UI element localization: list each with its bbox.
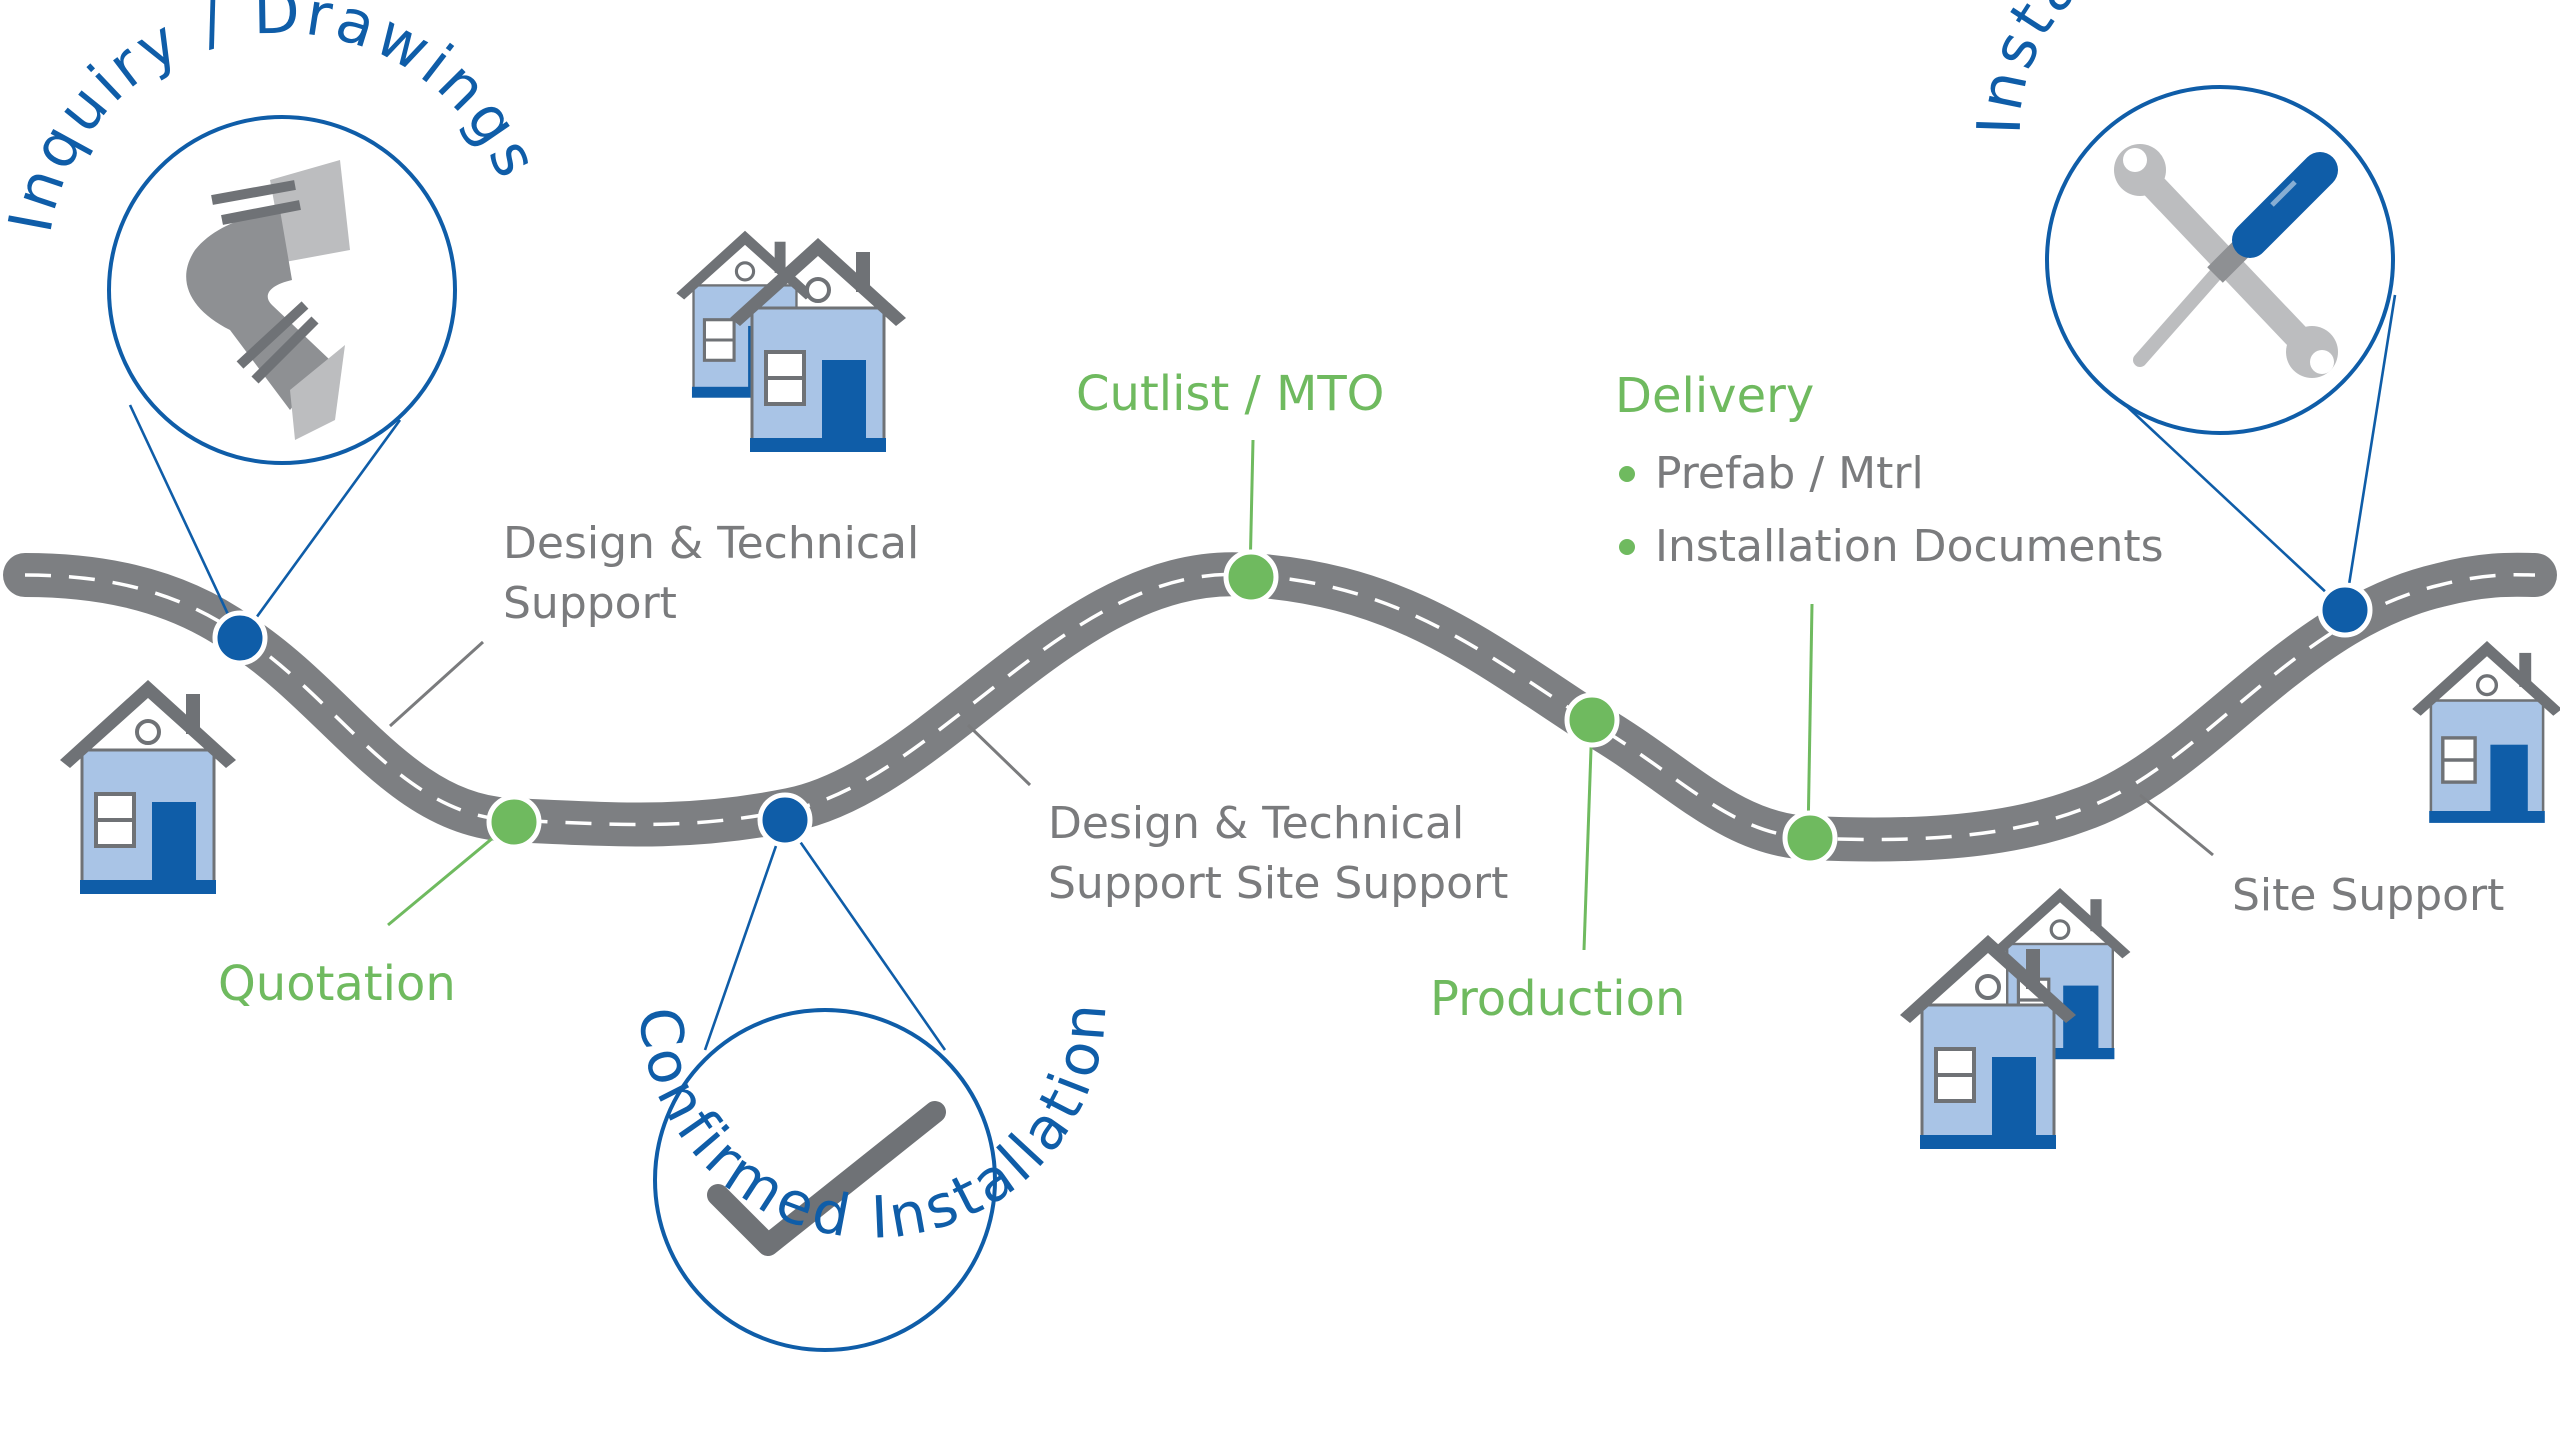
milestone-inquiry xyxy=(212,610,268,666)
house-icon xyxy=(2410,639,2560,825)
quotation-leader xyxy=(387,820,513,927)
stage-label-cutlist: Cutlist / MTO xyxy=(1076,366,1384,422)
bullet-dot xyxy=(1619,466,1635,482)
milestone-cutlist xyxy=(1223,549,1279,605)
milestone-production xyxy=(1564,692,1620,748)
checkmark-icon xyxy=(707,1101,946,1256)
milestone-quotation xyxy=(486,794,542,850)
design-site-support-leader xyxy=(966,723,1032,787)
design-site-support-line1: Design & Technical xyxy=(1048,798,1464,849)
stage-label-delivery: Delivery xyxy=(1615,368,1814,424)
milestone-delivery xyxy=(1782,810,1838,866)
house-icon xyxy=(58,678,238,896)
milestone-installation xyxy=(2317,582,2373,638)
design-support-line2: Support xyxy=(503,578,677,629)
delivery-item-prefab: Prefab / Mtrl xyxy=(1655,448,1924,499)
design-support-leader xyxy=(388,640,485,728)
stage-label-production: Production xyxy=(1430,971,1685,1027)
milestone-confirmed xyxy=(757,792,813,848)
wrench-screwdriver-icon xyxy=(2114,144,2338,378)
production-leader xyxy=(1582,719,1594,951)
site-support-leader xyxy=(2139,793,2214,857)
installation-lens: Installation xyxy=(1965,0,2397,611)
road xyxy=(3,552,2557,862)
house-icon xyxy=(728,236,908,454)
delivery-item-documents: Installation Documents xyxy=(1655,521,2164,572)
pipe-elbow-icon xyxy=(186,160,350,440)
design-support-line1: Design & Technical xyxy=(503,518,919,569)
site-support-label: Site Support xyxy=(2232,870,2504,921)
delivery-leader xyxy=(1806,603,1814,839)
bullet-dot xyxy=(1619,539,1635,555)
inquiry-lens: Inquiry / Drawings xyxy=(0,0,549,641)
design-site-support-line2: Support Site Support xyxy=(1048,858,1508,909)
stage-label-quotation: Quotation xyxy=(218,956,456,1012)
